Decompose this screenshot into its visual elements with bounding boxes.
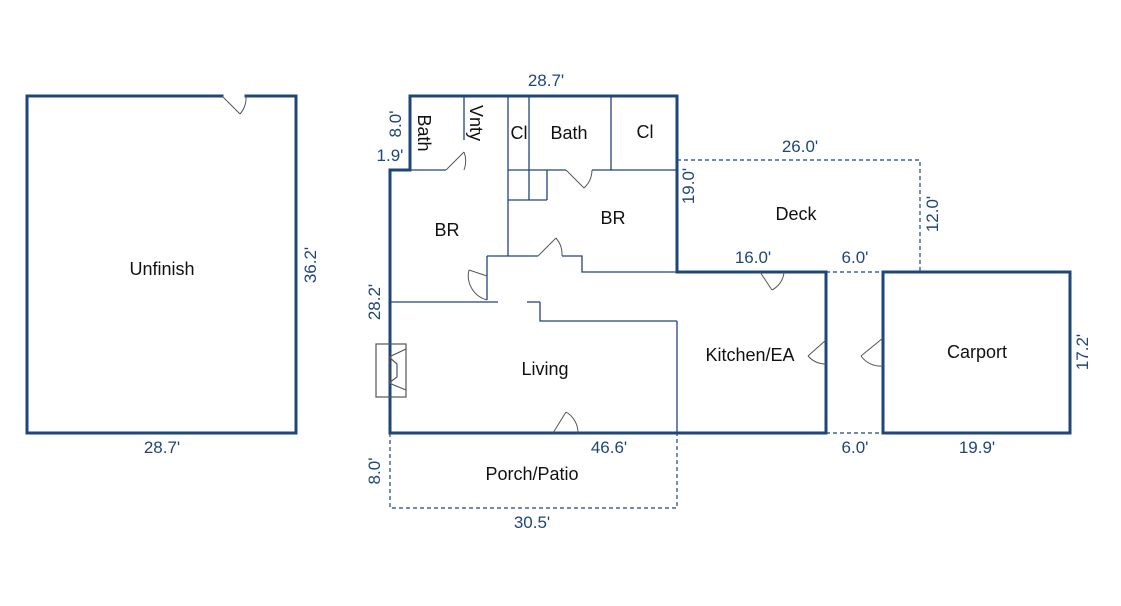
room-deck-label: Deck	[775, 204, 817, 224]
dim-house-left: 28.2'	[365, 284, 384, 320]
room-carport-label: Carport	[947, 342, 1007, 362]
breezeway-outline	[826, 272, 883, 433]
deck-door-icon	[760, 272, 784, 290]
room-bedroom-right-label: BR	[600, 208, 625, 228]
room-kitchen-label: Kitchen/EA	[705, 345, 794, 365]
room-bath-small-label: Bath	[414, 114, 434, 151]
dim-bath-offset: 1.9'	[377, 146, 404, 165]
room-living-label: Living	[521, 359, 568, 379]
carport-door-icon	[861, 338, 883, 366]
dim-carport-bottom: 19.9'	[959, 438, 995, 457]
unfinish-door-icon	[222, 96, 246, 114]
kitchen-side-door-icon	[808, 340, 826, 364]
room-bath-main-label: Bath	[550, 123, 587, 143]
main-bath-door-icon	[566, 170, 592, 188]
doors	[446, 152, 883, 433]
dimension-labels: 28.7' 36.2' 28.7' 8.0' 1.9' 28.2' 26.0' …	[144, 71, 1092, 532]
room-closet-left-label: Cl	[511, 123, 528, 143]
dim-breezeway-top: 6.0'	[842, 248, 869, 267]
dim-breezeway-bottom: 6.0'	[842, 438, 869, 457]
dim-kitchen-top: 16.0'	[735, 248, 771, 267]
room-labels: Unfinish Bath Vnty Cl Bath Cl BR BR Deck…	[129, 105, 1007, 484]
room-porch-label: Porch/Patio	[485, 464, 578, 484]
dim-bath-height: 8.0'	[386, 111, 405, 138]
dim-porch-left: 8.0'	[365, 458, 384, 485]
dim-deck-right: 12.0'	[923, 196, 942, 232]
dim-porch-bottom: 30.5'	[514, 513, 550, 532]
bedroom-left-door-icon	[468, 270, 487, 300]
dim-carport-right: 17.2'	[1073, 334, 1092, 370]
bedroom-right-door-icon	[538, 238, 562, 256]
dim-unfinish-right: 36.2'	[301, 247, 320, 283]
dim-unfinish-bottom: 28.7'	[144, 438, 180, 457]
bath-door-icon	[446, 152, 466, 170]
room-bedroom-left-label: BR	[434, 220, 459, 240]
dim-deck-width: 26.0'	[782, 137, 818, 156]
dim-deck-left: 19.0'	[679, 168, 698, 204]
room-unfinish-label: Unfinish	[129, 259, 194, 279]
dim-house-bottom: 46.6'	[591, 438, 627, 457]
room-closet-right-label: Cl	[637, 122, 654, 142]
dim-house-top: 28.7'	[528, 71, 564, 90]
front-door-icon	[553, 412, 578, 433]
room-vanity-label: Vnty	[466, 105, 486, 141]
